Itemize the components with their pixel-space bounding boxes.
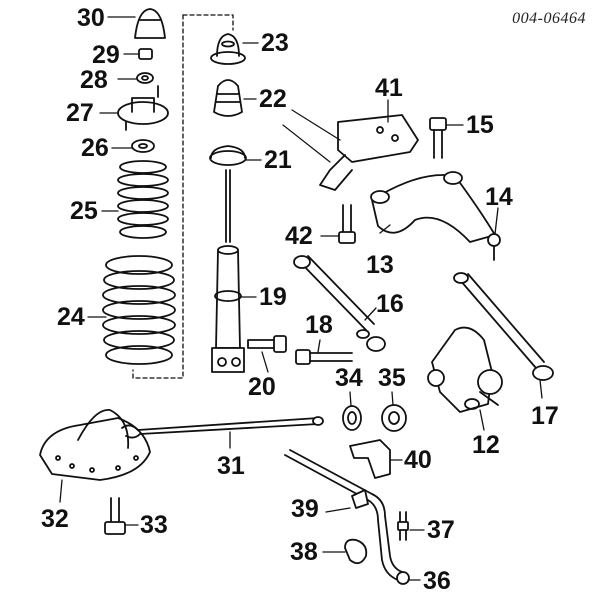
bushing-right <box>381 404 407 432</box>
stabilizer-link <box>397 511 409 541</box>
nut <box>138 48 153 60</box>
callout-21: 21 <box>264 146 292 174</box>
callout-41: 41 <box>375 74 403 102</box>
flange-bolt <box>429 117 447 159</box>
lateral-link <box>293 255 386 352</box>
spring-seat <box>209 145 247 166</box>
upper-bushing <box>210 33 246 65</box>
callout-33: 33 <box>140 511 168 539</box>
shock-bolt <box>247 335 287 353</box>
trailing-link <box>453 272 554 381</box>
large-coil-spring <box>102 255 176 365</box>
callout-30: 30 <box>77 4 105 32</box>
callout-39: 39 <box>291 495 319 523</box>
callout-18: 18 <box>305 311 333 339</box>
bushing-left <box>342 405 362 431</box>
spring-seat-plate <box>39 409 151 481</box>
bump-stop <box>213 79 243 117</box>
stabilizer-bushing <box>344 538 368 565</box>
mounting-bolt <box>338 204 356 244</box>
upper-control-arm <box>370 171 501 261</box>
bump-stop-cap <box>134 8 166 39</box>
callout-35: 35 <box>378 364 406 392</box>
leader-lines <box>59 16 543 581</box>
callout-12: 12 <box>472 431 500 459</box>
callout-20: 20 <box>248 373 276 401</box>
callout-22: 22 <box>259 85 287 113</box>
callout-37: 37 <box>427 516 455 544</box>
washer <box>136 72 154 84</box>
callout-29: 29 <box>92 41 120 69</box>
callout-17: 17 <box>531 402 559 430</box>
plate-bolt <box>104 497 126 535</box>
callout-13: 13 <box>366 251 394 279</box>
callout-14: 14 <box>485 183 513 211</box>
callout-38: 38 <box>290 538 318 566</box>
torsion-bar <box>121 416 324 439</box>
callout-32: 32 <box>41 505 69 533</box>
mounting-bracket <box>282 109 419 191</box>
callout-26: 26 <box>81 134 109 162</box>
callout-16: 16 <box>376 290 404 318</box>
shock-absorber <box>211 169 245 373</box>
callout-19: 19 <box>259 283 287 311</box>
callout-25: 25 <box>70 197 98 225</box>
small-coil-spring <box>117 160 169 239</box>
callout-40: 40 <box>404 446 432 474</box>
assembly-bracket <box>132 14 234 379</box>
callout-23: 23 <box>261 29 289 57</box>
callout-27: 27 <box>66 99 94 127</box>
stabilizer-clamp <box>349 439 391 479</box>
knuckle <box>427 326 503 413</box>
callout-31: 31 <box>217 452 245 480</box>
callout-36: 36 <box>423 567 451 595</box>
part-reference-number: 004-06464 <box>512 10 586 27</box>
stabilizer-bar <box>284 449 410 585</box>
callout-42: 42 <box>285 222 313 250</box>
upper-mount <box>117 85 169 131</box>
callout-34: 34 <box>335 364 363 392</box>
link-bolt <box>295 349 353 365</box>
callout-24: 24 <box>57 303 85 331</box>
spacer <box>131 139 155 153</box>
callout-28: 28 <box>80 66 108 94</box>
callout-15: 15 <box>466 111 494 139</box>
